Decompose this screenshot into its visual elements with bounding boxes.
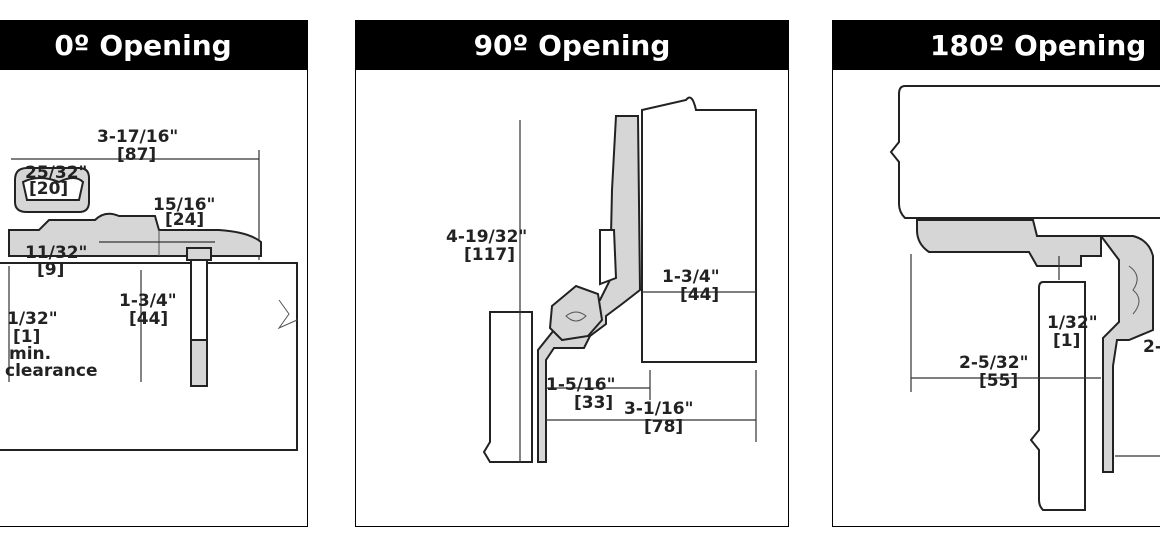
- hinge-insert: [599, 229, 618, 286]
- fastener-thread: [190, 339, 208, 387]
- panel-title: 0º Opening: [54, 29, 232, 62]
- label-height-mm: [117]: [464, 245, 515, 265]
- label-door: 1-3/4": [662, 267, 720, 287]
- hinge-channel: [537, 115, 642, 463]
- label-cap: 25/32": [25, 163, 87, 183]
- hinge-channel: [916, 219, 1102, 267]
- label-gap-mm: [9]: [37, 260, 64, 280]
- panel-0-degree-opening: 0º Opening 3-17/16" [87] 25/32: [0, 20, 308, 527]
- label-leaf-mm: [24]: [165, 210, 204, 230]
- label-offset-mm: [33]: [574, 393, 613, 413]
- door-leaf: [482, 311, 533, 463]
- label-cap-mm: [20]: [29, 179, 68, 199]
- label-overall: 3-17/16": [97, 127, 178, 147]
- knuckle-pin: [565, 311, 587, 322]
- label-partial: 2-: [1143, 337, 1160, 357]
- label-door-mm: [44]: [680, 285, 719, 305]
- label-width-mm: [55]: [979, 371, 1018, 391]
- label-gap: 11/32": [25, 243, 87, 263]
- label-overall-mm: [78]: [644, 417, 683, 437]
- label-clearance-note1: min.: [9, 344, 51, 364]
- panel-90-degree-opening: 90º Opening 4-19/32" [117] 1-3/4" [44]: [355, 20, 789, 527]
- label-clearance-mm: [1]: [1053, 331, 1080, 351]
- hinge-leaf: [8, 212, 262, 257]
- door-frame: [1029, 281, 1086, 511]
- label-clearance: 1/32": [7, 309, 58, 329]
- fastener-head: [186, 247, 212, 261]
- label-leaf: 15/16": [153, 195, 215, 215]
- panel-header: 180º Opening: [833, 21, 1160, 70]
- label-door: 1-3/4": [119, 291, 177, 311]
- panel-header: 0º Opening: [0, 21, 307, 70]
- door-leaf: [889, 85, 1160, 219]
- label-width: 2-5/32": [959, 353, 1028, 373]
- label-offset: 1-5/16": [546, 375, 615, 395]
- hinge-knuckle: [548, 284, 604, 342]
- panel-title: 90º Opening: [473, 29, 671, 62]
- break-line: [277, 299, 298, 330]
- hinge-knuckle-arm: [1099, 235, 1154, 473]
- label-door-mm: [44]: [129, 309, 168, 329]
- hinge-diagram-90-degree: 4-19/32" [117] 1-3/4" [44] 1-5/16" [33] …: [356, 70, 788, 526]
- door-frame: [641, 96, 757, 363]
- label-clearance-mm: [1]: [13, 327, 40, 347]
- label-overall: 3-1/16": [624, 399, 693, 419]
- knuckle-teeth: [1128, 265, 1140, 315]
- label-clearance: 1/32": [1047, 313, 1098, 333]
- hinge-diagram-180-degree: 1/32" [1] 2-5/32" [55] 2-: [833, 70, 1160, 526]
- label-overall-mm: [87]: [117, 145, 156, 165]
- fastener-shaft: [190, 259, 208, 341]
- panel-header: 90º Opening: [356, 21, 788, 70]
- label-clearance-note2: clearance: [5, 361, 97, 381]
- panel-title: 180º Opening: [930, 29, 1147, 62]
- label-height: 4-19/32": [446, 227, 527, 247]
- hinge-diagram-0-degree: 3-17/16" [87] 25/32" [20] 15/16" [24] 11…: [0, 70, 307, 526]
- panel-180-degree-opening: 180º Opening 1/32" [1] 2-5/32" [55] 2-: [832, 20, 1160, 527]
- hinge-knuckle: [21, 177, 85, 201]
